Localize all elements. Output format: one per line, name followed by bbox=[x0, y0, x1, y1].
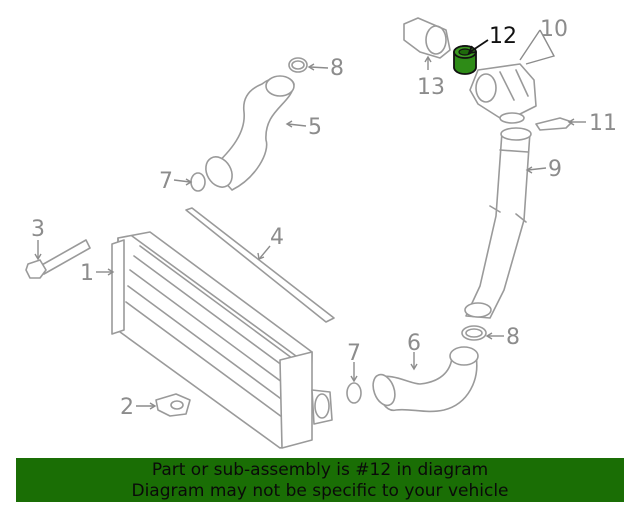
callout-11: 11 bbox=[589, 111, 617, 136]
callout-13: 13 bbox=[417, 75, 445, 100]
callout-10: 10 bbox=[540, 17, 568, 42]
intercooler-part bbox=[111, 231, 333, 449]
callout-7-upper: 7 bbox=[159, 169, 173, 194]
lower-hose-part bbox=[372, 346, 479, 413]
callout-3: 3 bbox=[31, 217, 45, 242]
callout-5: 5 bbox=[308, 115, 322, 140]
seal-strip-part bbox=[185, 207, 335, 323]
bracket-part bbox=[155, 393, 191, 417]
callout-7-lower: 7 bbox=[347, 341, 361, 366]
banner-line-disclaimer: Diagram may not be specific to your vehi… bbox=[131, 481, 509, 501]
banner-line-part: Part or sub-assembly is #12 in diagram bbox=[151, 460, 489, 480]
bolt-part bbox=[25, 239, 91, 279]
intake-connector-part bbox=[403, 17, 451, 59]
callout-6: 6 bbox=[407, 331, 421, 356]
callout-8-lower: 8 bbox=[506, 325, 520, 350]
charge-air-pipe-part bbox=[464, 127, 532, 319]
callout-4: 4 bbox=[270, 225, 284, 250]
info-banner: Part or sub-assembly is #12 in diagram D… bbox=[16, 458, 624, 502]
seal-ring-part bbox=[288, 57, 487, 341]
callout-12-highlighted: 12 bbox=[489, 24, 517, 49]
upper-hose-part bbox=[205, 75, 295, 191]
small-bracket-part bbox=[535, 117, 573, 131]
leader-lines bbox=[34, 29, 586, 410]
callout-2: 2 bbox=[120, 395, 134, 420]
callout-1: 1 bbox=[80, 261, 94, 286]
callout-8-upper: 8 bbox=[330, 56, 344, 81]
throttle-housing-part bbox=[469, 63, 537, 124]
callout-9: 9 bbox=[548, 157, 562, 182]
